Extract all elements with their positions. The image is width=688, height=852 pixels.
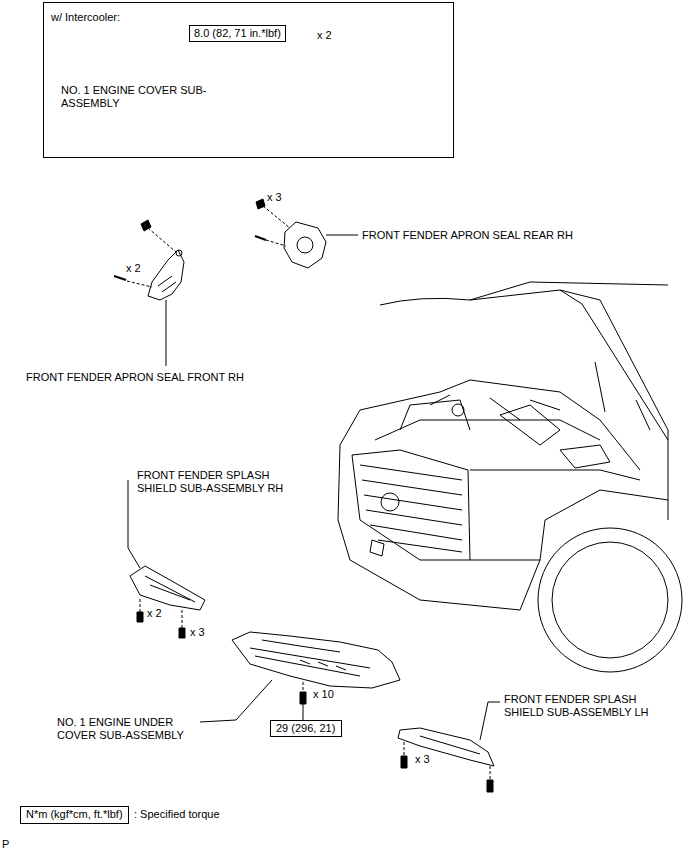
torque-box: 8.0 (82, 71 in.*lbf) [189, 25, 286, 42]
part-name: FRONT FENDER APRON SEAL REAR RH [362, 229, 573, 242]
illustration-shape [127, 281, 152, 287]
illustration-shape [232, 632, 400, 688]
illustration-shape [560, 445, 610, 468]
illustration-shape [148, 250, 184, 300]
illustration-shape [250, 640, 370, 676]
illustration-shape [300, 692, 306, 704]
illustration-shape [130, 566, 205, 610]
torque-box: 29 (296, 21) [270, 720, 342, 737]
torque-value: 8.0 (82, 71 in.*lbf) [194, 27, 281, 40]
illustration-shape [145, 576, 195, 602]
illustration-shape [360, 465, 462, 552]
illustration-shape [540, 490, 668, 560]
quantity: x 2 [126, 262, 141, 275]
illustration-shape [300, 660, 346, 670]
illustration-shape [255, 236, 266, 240]
illustration-shape [137, 612, 143, 622]
part-name: FRONT FENDER APRON SEAL FRONT RH [26, 371, 244, 384]
quantity: x 2 [317, 29, 357, 42]
quantity: x 10 [313, 688, 334, 701]
illustration-shape [326, 235, 358, 236]
illustration-shape [401, 756, 407, 768]
illustration-shape [303, 682, 304, 692]
quantity: x 3 [267, 191, 282, 204]
part-name: FRONT FENDER SPLASH SHIELD SUB-ASSEMBLY … [137, 469, 302, 495]
illustration-shape [114, 276, 126, 280]
quantity: x 2 [147, 607, 162, 620]
torque-value: 29 (296, 21) [276, 722, 335, 735]
illustration-shape [303, 704, 304, 720]
torque-value: N*m (kgf*cm, ft.*lbf) [26, 808, 123, 821]
illustration-shape [560, 290, 668, 440]
variant-heading: w/ Intercooler: [51, 11, 251, 24]
illustration-shape [266, 240, 286, 246]
torque-box: N*m (kgf*cm, ft.*lbf) [20, 806, 129, 824]
part-name: NO. 1 ENGINE UNDER COVER SUB-ASSEMBLY [57, 716, 207, 742]
part-name: FRONT FENDER SPLASH SHIELD SUB-ASSEMBLY … [504, 693, 669, 719]
illustration-shape [179, 628, 185, 638]
illustration-shape [140, 598, 182, 628]
illustration-shape [263, 206, 290, 228]
illustration-shape [381, 493, 399, 511]
legend-text: : Specified torque [134, 808, 220, 821]
illustration-shape [552, 542, 668, 658]
illustration-shape [284, 222, 326, 268]
illustration-shape [166, 300, 167, 366]
illustration-shape [470, 282, 668, 300]
illustration-shape [256, 199, 265, 209]
illustration-shape [487, 780, 493, 792]
illustration-shape [370, 540, 384, 556]
page-mark: P [2, 838, 9, 851]
illustration-shape [420, 736, 480, 754]
illustration-shape [538, 528, 682, 672]
illustration-shape [158, 276, 176, 292]
illustration-shape [297, 237, 313, 253]
illustration-shape [430, 395, 560, 420]
illustration-shape [404, 742, 490, 780]
illustration-shape [148, 228, 176, 252]
illustration-shape [480, 702, 500, 740]
illustration-shape [176, 250, 182, 256]
illustration-shape [452, 404, 464, 416]
illustration-shape [200, 680, 272, 722]
illustration-shape [500, 405, 560, 445]
illustration-shape [595, 362, 650, 430]
illustration-shape [398, 728, 494, 766]
quantity: x 3 [190, 626, 205, 639]
quantity: x 3 [415, 753, 430, 766]
illustration-shape [375, 400, 600, 440]
group-frame: w/ Intercooler: NO. 1 ENGINE COVER SUB-AS… [43, 2, 454, 158]
illustration-shape [352, 450, 470, 560]
part-name: NO. 1 ENGINE COVER SUB-ASSEMBLY [61, 84, 211, 110]
